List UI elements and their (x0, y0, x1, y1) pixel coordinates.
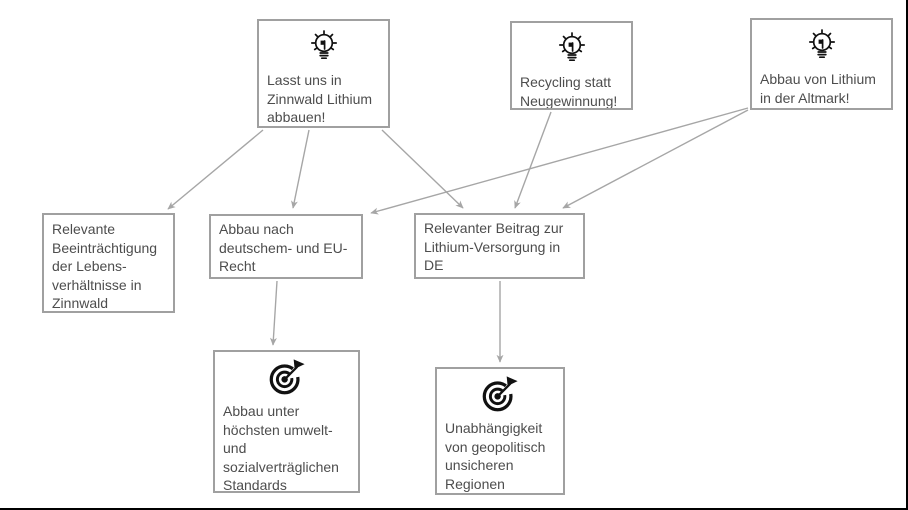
edge-arg-legal-to-goal-standards[interactable] (269, 280, 278, 346)
edge-idea-recycling-to-arg-supply[interactable] (514, 111, 552, 209)
target-icon (482, 376, 520, 412)
lightbulb-icon (310, 30, 337, 60)
edge-idea-zinnwald-to-arg-supply[interactable] (381, 129, 464, 209)
node-label: Recycling statt Neugewinnung! (520, 74, 618, 109)
node-label: Unabhängigkeit von geopolitisch unsicher… (445, 420, 546, 492)
node-idea-zinnwald[interactable]: Lasst uns in Zinnwald Lithium abbauen! (257, 19, 390, 128)
node-label: Abbau nach deutschem- und EU- Recht (219, 221, 348, 274)
node-label: Relevanter Beitrag zur Lithium-Versorgun… (424, 220, 564, 273)
edge-idea-altmark-to-arg-legal[interactable] (370, 107, 749, 215)
node-label: Abbau von Lithium in der Altmark! (760, 71, 876, 106)
node-label: Abbau unter höchsten umwelt- und sozialv… (223, 403, 339, 493)
node-concern-zinnwald[interactable]: Relevante Beeinträchtigung der Lebens- v… (42, 213, 175, 313)
node-idea-altmark[interactable]: Abbau von Lithium in der Altmark! (750, 18, 893, 110)
node-goal-independence[interactable]: Unabhängigkeit von geopolitisch unsicher… (435, 367, 565, 495)
edge-idea-altmark-to-arg-supply[interactable] (562, 109, 749, 209)
node-label: Lasst uns in Zinnwald Lithium abbauen! (267, 72, 373, 125)
target-icon (269, 359, 307, 395)
edge-idea-zinnwald-to-concern-zinnwald[interactable] (167, 129, 264, 210)
node-arg-legal[interactable]: Abbau nach deutschem- und EU- Recht (209, 214, 363, 279)
lightbulb-icon (808, 29, 835, 59)
node-goal-standards[interactable]: Abbau unter höchsten umwelt- und sozialv… (213, 350, 360, 493)
node-label: Relevante Beeinträchtigung der Lebens- v… (52, 221, 158, 311)
node-idea-recycling[interactable]: Recycling statt Neugewinnung! (510, 21, 633, 110)
node-arg-supply[interactable]: Relevanter Beitrag zur Lithium-Versorgun… (414, 213, 585, 279)
lightbulb-icon (558, 32, 585, 62)
edge-idea-zinnwald-to-arg-legal[interactable] (291, 129, 310, 209)
